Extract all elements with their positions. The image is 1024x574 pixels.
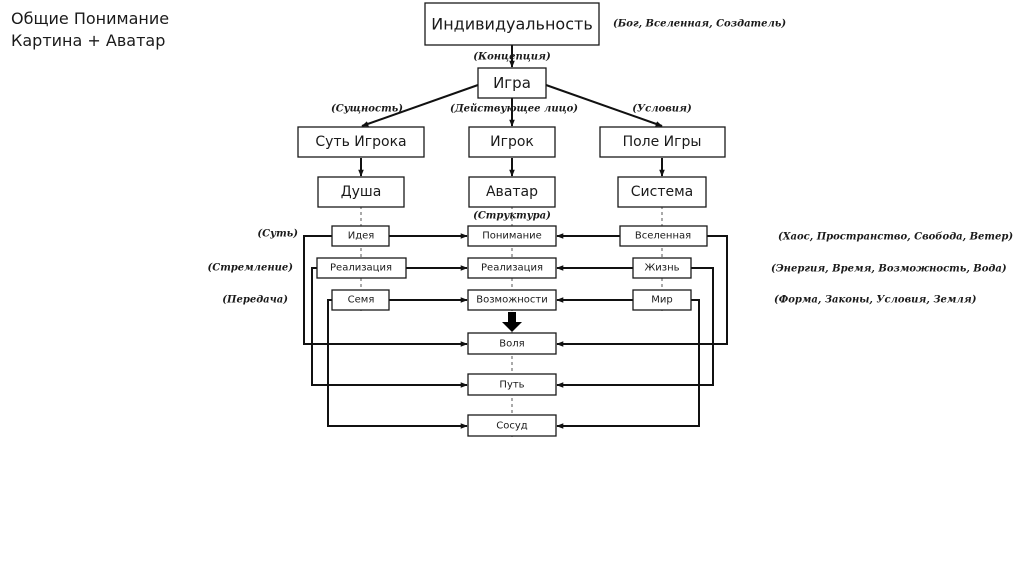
node-world[interactable]: Мир xyxy=(632,289,692,311)
node-life-label: Жизнь xyxy=(644,263,679,274)
row-connectors xyxy=(389,233,633,303)
title-line-1: Общие Понимание xyxy=(11,9,170,28)
node-player-label: Игрок xyxy=(490,134,534,150)
block-arrow-down-icon xyxy=(502,312,522,332)
node-system-label: Система xyxy=(631,184,693,200)
annotation-conditions: (Условия) xyxy=(632,104,692,115)
node-game[interactable]: Игра xyxy=(477,67,547,99)
node-avatar-label: Аватар xyxy=(486,184,538,200)
node-universe[interactable]: Вселенная xyxy=(619,225,708,247)
node-realization-center[interactable]: Реализация xyxy=(467,257,557,279)
node-possibilities[interactable]: Возможности xyxy=(467,289,557,311)
node-vessel-label: Сосуд xyxy=(496,421,528,432)
node-game-field-label: Поле Игры xyxy=(623,134,702,150)
node-life[interactable]: Жизнь xyxy=(632,257,692,279)
node-path-label: Путь xyxy=(499,380,524,391)
annotation-structure: (Структура) xyxy=(473,211,551,222)
annotation-aspiration: (Стремление) xyxy=(208,263,294,274)
left-loops xyxy=(303,235,468,429)
node-universe-label: Вселенная xyxy=(635,231,691,242)
node-understanding-label: Понимание xyxy=(482,231,542,242)
node-idea[interactable]: Идея xyxy=(331,225,390,247)
annotation-transmission: (Передача) xyxy=(222,295,288,306)
node-player-essence[interactable]: Суть Игрока xyxy=(297,126,425,158)
node-realization-left-label: Реализация xyxy=(330,263,392,274)
node-realization-center-label: Реализация xyxy=(481,263,543,274)
node-path[interactable]: Путь xyxy=(467,373,557,396)
loop-seed-to-vessel xyxy=(327,299,468,429)
node-understanding[interactable]: Понимание xyxy=(467,225,557,247)
loop-idea-to-will xyxy=(303,235,468,347)
annotation-actor: (Действующее лицо) xyxy=(450,104,578,115)
annotation-individuality: (Бог, Вселенная, Создатель) xyxy=(613,19,786,30)
node-world-label: Мир xyxy=(651,295,672,306)
node-seed[interactable]: Семя xyxy=(331,289,390,311)
arrow-game-to-game-field xyxy=(545,84,663,127)
loop-world-to-vessel xyxy=(556,299,700,429)
right-loops xyxy=(556,235,728,429)
annotation-essence: (Сущность) xyxy=(331,104,403,115)
node-idea-label: Идея xyxy=(348,231,375,242)
node-system[interactable]: Система xyxy=(617,176,707,208)
node-individuality[interactable]: Индивидуальность xyxy=(424,2,600,46)
node-will-label: Воля xyxy=(499,339,524,350)
annotation-concept: (Концепция) xyxy=(473,52,551,63)
annotation-universe: (Хаос, Пространство, Свобода, Ветер) xyxy=(778,232,1013,243)
node-individuality-label: Индивидуальность xyxy=(431,15,593,34)
title-line-2: Картина + Аватар xyxy=(11,31,166,50)
arrow-game-to-player-essence xyxy=(361,84,479,127)
top-connectors xyxy=(358,45,665,177)
node-realization-left[interactable]: Реализация xyxy=(316,257,407,279)
node-vessel[interactable]: Сосуд xyxy=(467,414,557,437)
loop-universe-to-will xyxy=(556,235,728,347)
annotation-world: (Форма, Законы, Условия, Земля) xyxy=(774,295,977,306)
annotation-life: (Энергия, Время, Возможность, Вода) xyxy=(771,264,1007,275)
slide-title: Общие Понимание Картина + Аватар xyxy=(11,8,169,52)
node-soul-label: Душа xyxy=(341,184,382,200)
node-possibilities-label: Возможности xyxy=(476,295,547,306)
node-game-label: Игра xyxy=(493,74,531,92)
node-player-essence-label: Суть Игрока xyxy=(315,134,406,150)
node-soul[interactable]: Душа xyxy=(317,176,405,208)
loop-realization-to-path xyxy=(311,267,468,388)
node-avatar[interactable]: Аватар xyxy=(468,176,556,208)
node-will[interactable]: Воля xyxy=(467,332,557,355)
annotation-core: (Суть) xyxy=(257,229,298,240)
loop-life-to-path xyxy=(556,267,714,388)
node-game-field[interactable]: Поле Игры xyxy=(599,126,726,158)
node-player[interactable]: Игрок xyxy=(468,126,556,158)
node-seed-label: Семя xyxy=(348,295,375,306)
